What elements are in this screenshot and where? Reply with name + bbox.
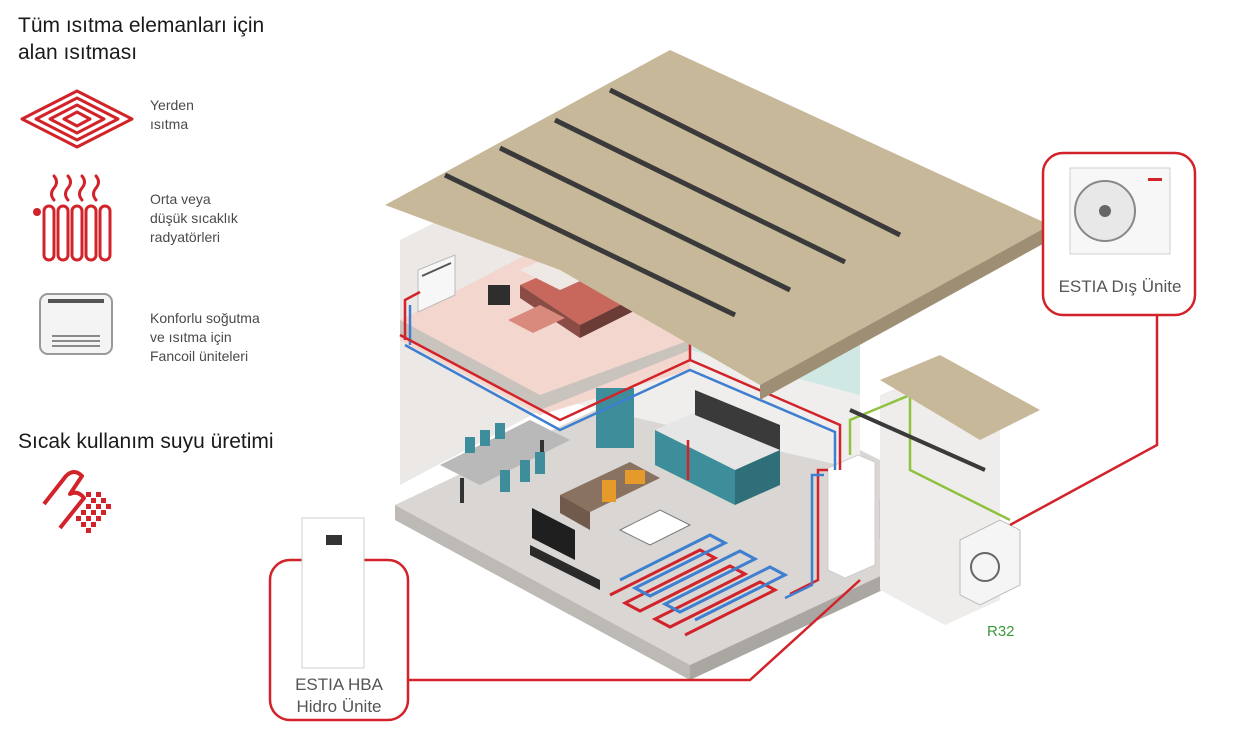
tv-stand bbox=[530, 545, 600, 590]
tv bbox=[532, 508, 575, 560]
hydro-unit-in-house bbox=[827, 454, 876, 579]
refrigerant-label: R32 bbox=[987, 623, 1015, 640]
main-roof bbox=[385, 50, 1050, 400]
outdoor-unit-image bbox=[1069, 167, 1171, 255]
radiator-icon bbox=[33, 174, 112, 262]
legend-heading-line1: Tüm ısıtma elemanları için bbox=[18, 14, 265, 37]
coffee-table bbox=[618, 509, 692, 546]
fancoil-unit-upstairs bbox=[417, 254, 456, 313]
legend-heading-line2: alan ısıtması bbox=[18, 41, 138, 64]
floor-heating-pipes bbox=[609, 533, 789, 637]
kitchen-island bbox=[655, 410, 780, 505]
legend-item-radiator: Orta veya düşük sıcaklık radyatörleri bbox=[150, 191, 238, 245]
fridge bbox=[596, 388, 634, 448]
fancoil-icon bbox=[39, 293, 113, 355]
person-sofa bbox=[602, 480, 616, 502]
outdoor-connector bbox=[1009, 315, 1159, 527]
cushion bbox=[625, 470, 645, 484]
hot-water-icon bbox=[42, 470, 111, 533]
hot-water-heading: Sıcak kullanım suyu üretimi bbox=[18, 430, 274, 453]
rug bbox=[508, 305, 565, 333]
floor-heating-icon bbox=[20, 89, 134, 149]
dining-chairs bbox=[465, 423, 545, 492]
legend-heading: Tüm ısıtma elemanları için alan ısıtması bbox=[18, 12, 264, 66]
legend-item-floor-heating: Yerden ısıtma bbox=[150, 97, 194, 132]
kitchen-counter bbox=[695, 390, 780, 450]
annex-roof bbox=[849, 355, 1040, 472]
outdoor-unit-label: ESTIA Dış Ünite bbox=[1058, 277, 1182, 296]
hydro-unit-image bbox=[301, 517, 365, 669]
hydro-unit-label: ESTIA HBA Hidro Ünite bbox=[295, 675, 383, 716]
legend-item-fancoil: Konforlu soğutma ve ısıtma için Fancoil … bbox=[150, 310, 260, 364]
nightstand-left bbox=[488, 285, 510, 305]
outdoor-unit-on-wall bbox=[959, 519, 1021, 606]
hydro-connector bbox=[408, 579, 861, 682]
